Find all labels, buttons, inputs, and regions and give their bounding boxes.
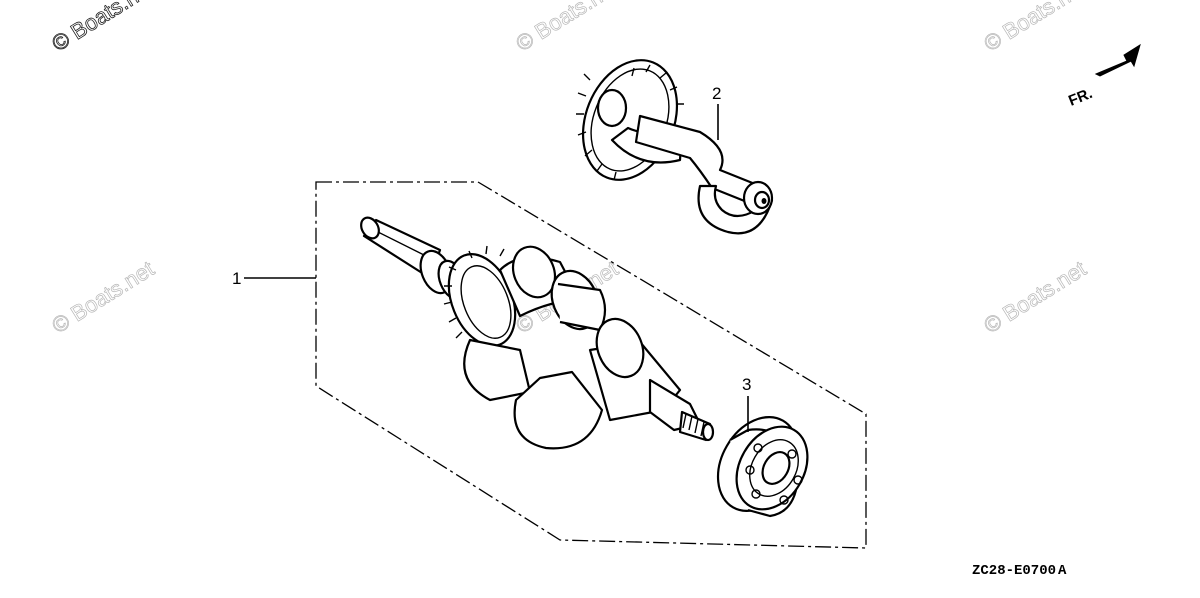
callout-3-label: 3 [742, 375, 751, 394]
callout-2[interactable]: 2 [712, 84, 721, 140]
watermark-top-center: © Boats.net [511, 0, 622, 56]
drawing-code-main: ZC28-E0700 [972, 563, 1056, 579]
assembly-outline [315, 181, 867, 549]
callout-1[interactable]: 1 [232, 269, 316, 288]
watermark-top-right: © Boats.net [979, 0, 1090, 56]
arrow-right-icon [1094, 43, 1141, 77]
callout-2-label: 2 [712, 84, 721, 103]
crankshaft-part [360, 216, 715, 450]
drawing-code-suffix: A [1058, 563, 1067, 579]
bearing-part [716, 416, 809, 518]
callout-3[interactable]: 3 [742, 375, 751, 432]
watermark-top-left: © Boats.net [47, 0, 158, 56]
watermark-mid-right: © Boats.net [979, 256, 1090, 338]
front-direction-indicator: FR. [1066, 43, 1141, 110]
watermark-mid-left: © Boats.net [47, 256, 158, 338]
balancer-shaft-part [576, 59, 774, 235]
front-direction-label: FR. [1066, 85, 1095, 110]
callout-1-label: 1 [232, 269, 241, 288]
